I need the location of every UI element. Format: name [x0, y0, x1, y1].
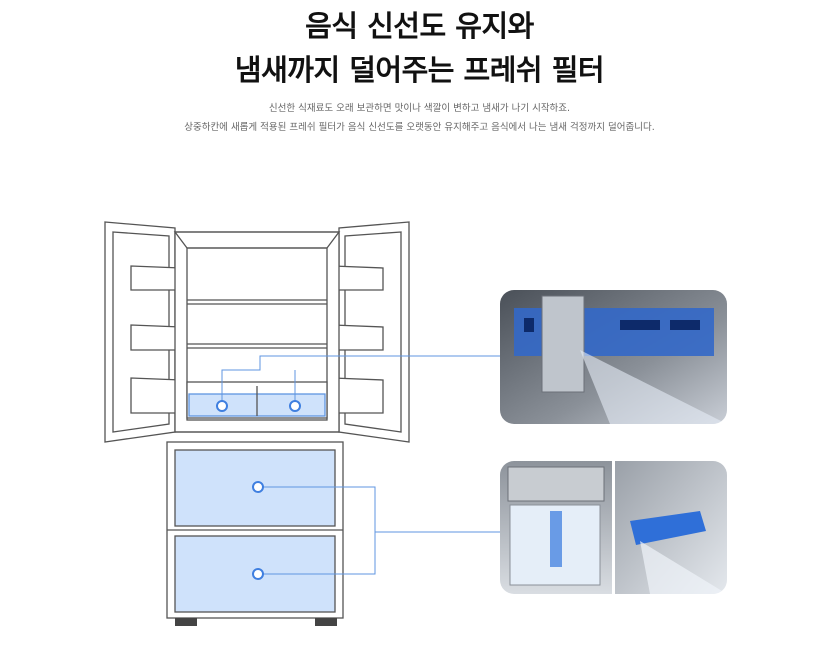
page-title-line-1: 음식 신선도 유지와 [305, 9, 534, 43]
description-line-2: 상중하칸에 새롭게 적용된 프레쉬 필터가 음식 신선도를 오랫동안 유지해주고… [184, 122, 655, 133]
description-line-1: 신선한 식재료도 오래 보관하면 맛이나 색깔이 변하고 냄새가 나기 시작하죠… [268, 103, 571, 114]
drawer-filter-photo [500, 461, 727, 594]
filter-point-dots [216, 400, 301, 580]
refrigerator-illustration [104, 221, 500, 626]
freezer-filter-photo [500, 290, 727, 424]
page-title-line-2: 냄새까지 덜어주는 프레쉬 필터 [234, 53, 605, 87]
